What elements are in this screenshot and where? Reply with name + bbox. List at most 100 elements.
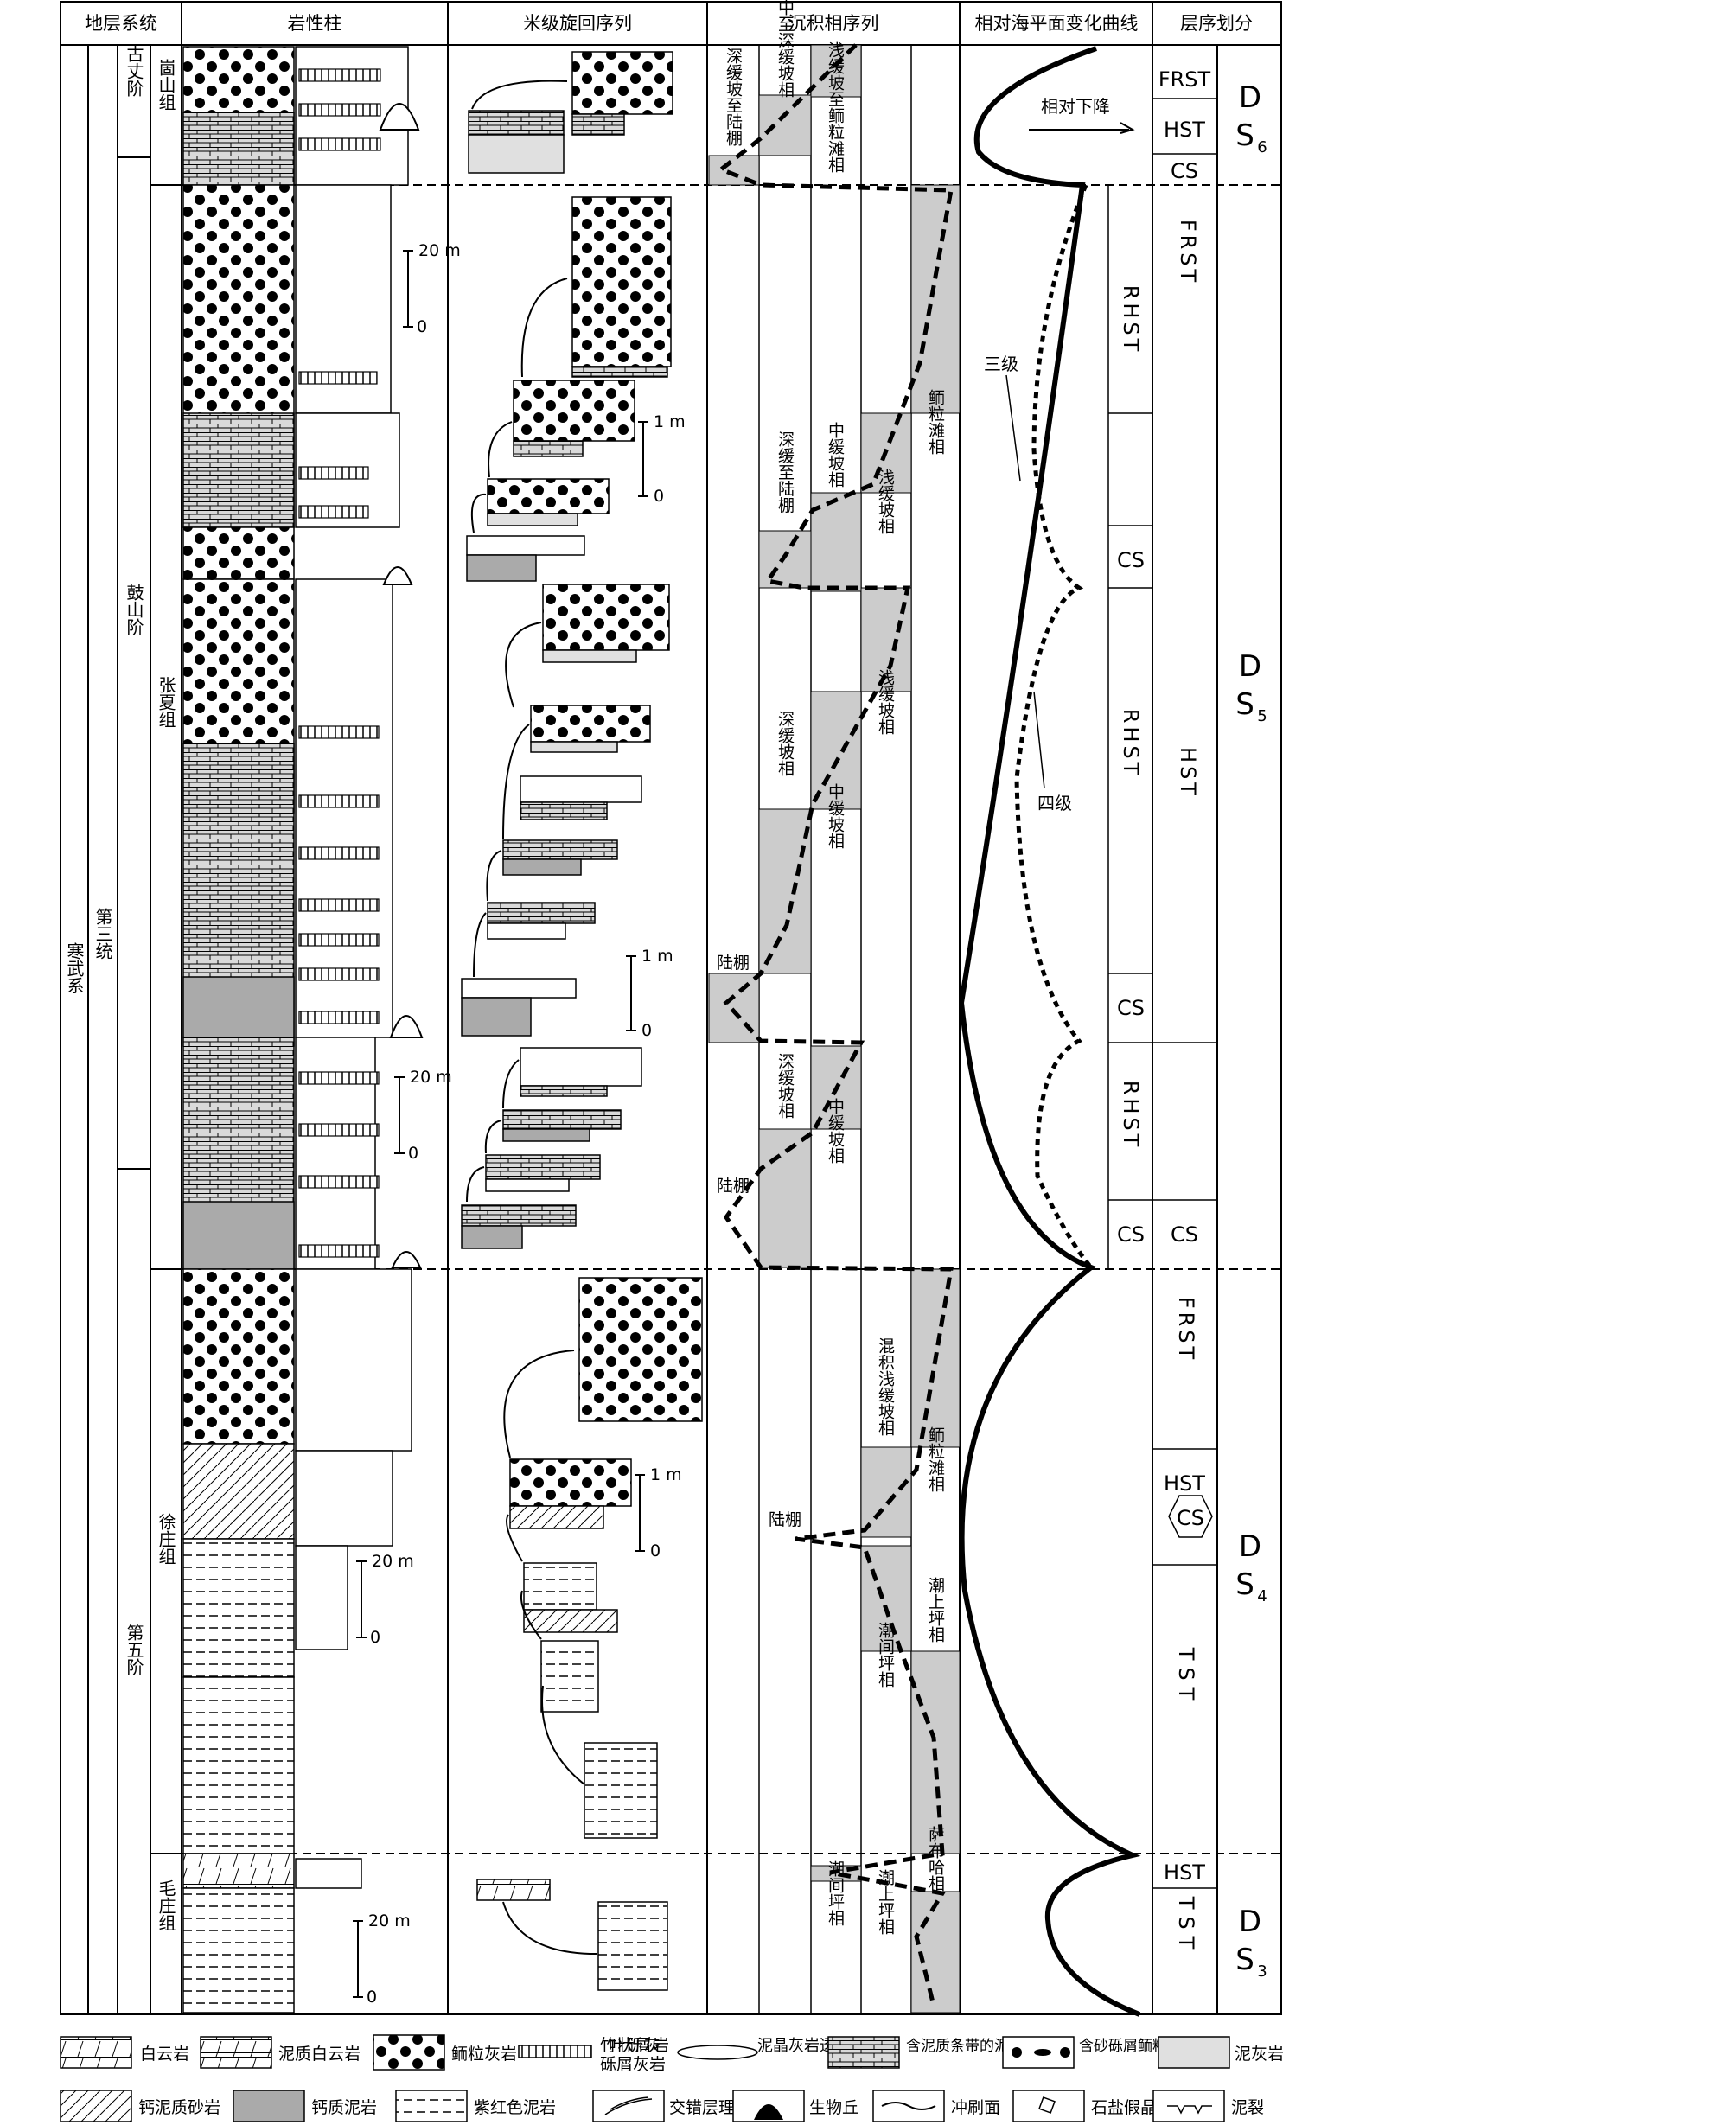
header-facies: 沉积相序列 <box>788 13 879 34</box>
facies-label-4: 鲕粒滩相 <box>926 389 945 455</box>
svg-text:泥质白云岩: 泥质白云岩 <box>278 2045 361 2064</box>
tract-cs-ds4: CS <box>1177 1506 1204 1530</box>
tract-frst-ds6: FRST <box>1158 67 1211 92</box>
legend-item: 钙泥质砂岩 <box>61 2090 220 2122</box>
facies-label-18: 潮上坪相 <box>926 1577 945 1643</box>
scale-1m-c: 1 m <box>650 1465 682 1484</box>
system-cambrian: 寒武系 <box>64 942 85 994</box>
header-stratigraphy: 地层系统 <box>85 13 157 34</box>
scale-0-f: 0 <box>641 1021 652 1040</box>
sequence-ds4-sub: 4 <box>1257 1587 1267 1605</box>
svg-text:紫红色泥岩: 紫红色泥岩 <box>474 2098 556 2117</box>
tract-frst-ds4: FRST <box>1174 1297 1198 1362</box>
sequence-ds5-sub: 5 <box>1257 707 1267 725</box>
scale-20m-b: 20 m <box>410 1068 452 1087</box>
sequence-ds5-s: S <box>1235 687 1254 722</box>
legend-item: 交错层理 <box>593 2090 735 2122</box>
stage-fifth: 第五阶 <box>124 1624 144 1675</box>
third-order-curve <box>961 48 1139 2014</box>
svg-text:冲刷面: 冲刷面 <box>951 2098 1000 2117</box>
facies-label-8: 浅缓坡相 <box>876 669 895 735</box>
lithology-column <box>183 47 412 2013</box>
svg-text:石盐假晶: 石盐假晶 <box>1091 2098 1157 2117</box>
scale-0-b: 0 <box>408 1144 418 1163</box>
tract-tst-ds3: TST <box>1174 1896 1198 1956</box>
tract-rhst-1: RHST <box>1119 285 1143 355</box>
sequence-ds6-s: S <box>1235 118 1254 153</box>
sequence-grid <box>1108 99 1217 1888</box>
legend-item: 泥质白云岩 <box>201 2037 361 2068</box>
stage-drumian: 鼓山阶 <box>124 584 144 635</box>
facies-label-11: 陆棚 <box>717 954 750 973</box>
facies-label-13: 中缓坡相 <box>826 1098 845 1164</box>
formation-zhangxia: 张夏组 <box>156 676 176 728</box>
legend-item: 泥裂 <box>1153 2090 1264 2122</box>
facies-label-5: 深缓至陆棚 <box>775 431 795 514</box>
tract-rhst-3: RHST <box>1119 1081 1143 1151</box>
fourth-order-label: 四级 <box>1037 793 1072 814</box>
facies-label-16: 鲕粒滩相 <box>926 1426 945 1492</box>
legend: 白云岩 泥质白云岩 鲕粒灰岩 竹叶状砾屑灰岩 砾屑灰岩 泥晶灰岩透镜体 含泥质条… <box>61 2035 1284 2122</box>
tract-cs-2: CS <box>1117 996 1145 1020</box>
facies-label-19: 潮间坪相 <box>876 1622 895 1688</box>
tract-frst-ds5: FRST <box>1176 220 1200 285</box>
scale-0-e: 0 <box>654 487 664 506</box>
svg-text:交错层理: 交错层理 <box>669 2098 735 2117</box>
third-order-label: 三级 <box>984 354 1018 374</box>
facies-label-6: 中缓坡相 <box>826 422 845 488</box>
tract-cs-1: CS <box>1117 548 1145 572</box>
tract-cs-ds6: CS <box>1171 159 1198 183</box>
tract-tst-ds4: TST <box>1174 1647 1198 1707</box>
sequence-ds3-sub: 3 <box>1257 1962 1267 1981</box>
facies-label-15: 混积浅缓坡相 <box>876 1337 895 1436</box>
svg-text:鲕粒灰岩: 鲕粒灰岩 <box>451 2045 517 2064</box>
facies-label-14: 陆棚 <box>717 1177 750 1196</box>
svg-text:钙泥质砂岩: 钙泥质砂岩 <box>138 2098 220 2117</box>
facies-label-21: 潮间坪相 <box>826 1860 845 1926</box>
legend-item: 冲刷面 <box>873 2090 1000 2122</box>
header-sequence: 层序划分 <box>1180 13 1253 34</box>
scale-20m-d: 20 m <box>368 1911 411 1930</box>
svg-text:钙质泥岩: 钙质泥岩 <box>311 2098 377 2117</box>
formation-xuzhuang: 徐庄组 <box>156 1513 176 1565</box>
tract-hst-ds5: HST <box>1176 747 1200 799</box>
sequence-ds3-s: S <box>1235 1943 1254 1977</box>
header-sealevel: 相对海平面变化曲线 <box>975 13 1139 34</box>
relative-fall-label: 相对下降 <box>1041 96 1110 117</box>
legend-item: 石盐假晶 <box>1013 2090 1157 2122</box>
formation-maozhuang: 毛庄组 <box>156 1879 176 1931</box>
scale-1m-b: 1 m <box>641 947 673 966</box>
scale-1m-a: 1 m <box>654 412 686 431</box>
tract-hst-ds3: HST <box>1164 1860 1205 1885</box>
sequence-ds3-d: D <box>1239 1905 1261 1939</box>
tract-hst-ds6: HST <box>1164 118 1205 142</box>
stage-guzhang: 古丈阶 <box>124 45 144 97</box>
svg-text:竹叶状砾屑灰岩: 竹叶状砾屑灰岩 <box>600 2036 669 2055</box>
tract-rhst-2: RHST <box>1119 709 1143 779</box>
legend-item: 钙质泥岩 <box>233 2090 377 2122</box>
svg-text:砾屑灰岩: 砾屑灰岩 <box>600 2055 666 2074</box>
legend-item: 泥灰岩 <box>1158 2037 1284 2068</box>
formation-gushan: 崮山组 <box>156 59 176 111</box>
facies-label-3: 浅缓坡至鲕粒滩相 <box>826 41 845 173</box>
facies-label-17: 陆棚 <box>769 1510 801 1529</box>
scale-0-d: 0 <box>367 1988 377 2007</box>
header-lithology: 岩性柱 <box>288 13 342 34</box>
legend-item: 生物丘 <box>733 2090 858 2122</box>
sequence-ds4-d: D <box>1239 1529 1261 1564</box>
sequence-ds6-d: D <box>1239 80 1261 115</box>
legend-item: 竹叶状砾屑灰岩 砾屑灰岩 <box>519 2036 669 2074</box>
tract-cs-3: CS <box>1117 1222 1145 1247</box>
header-cycles: 米级旋回序列 <box>523 13 632 34</box>
tract-cs-ds5: CS <box>1171 1222 1198 1247</box>
svg-text:泥灰岩: 泥灰岩 <box>1235 2045 1284 2064</box>
legend-item: 紫红色泥岩 <box>396 2090 556 2122</box>
facies-label-2: 深缓坡至陆棚 <box>724 48 743 147</box>
facies-label-9: 深缓坡相 <box>775 711 795 776</box>
facies-label-20: 萨布哈相 <box>926 1826 945 1892</box>
facies-label-22: 潮上坪相 <box>876 1869 895 1935</box>
facies-shading <box>709 45 960 2013</box>
scale-0-g: 0 <box>650 1541 661 1560</box>
facies-grid <box>759 45 911 2014</box>
